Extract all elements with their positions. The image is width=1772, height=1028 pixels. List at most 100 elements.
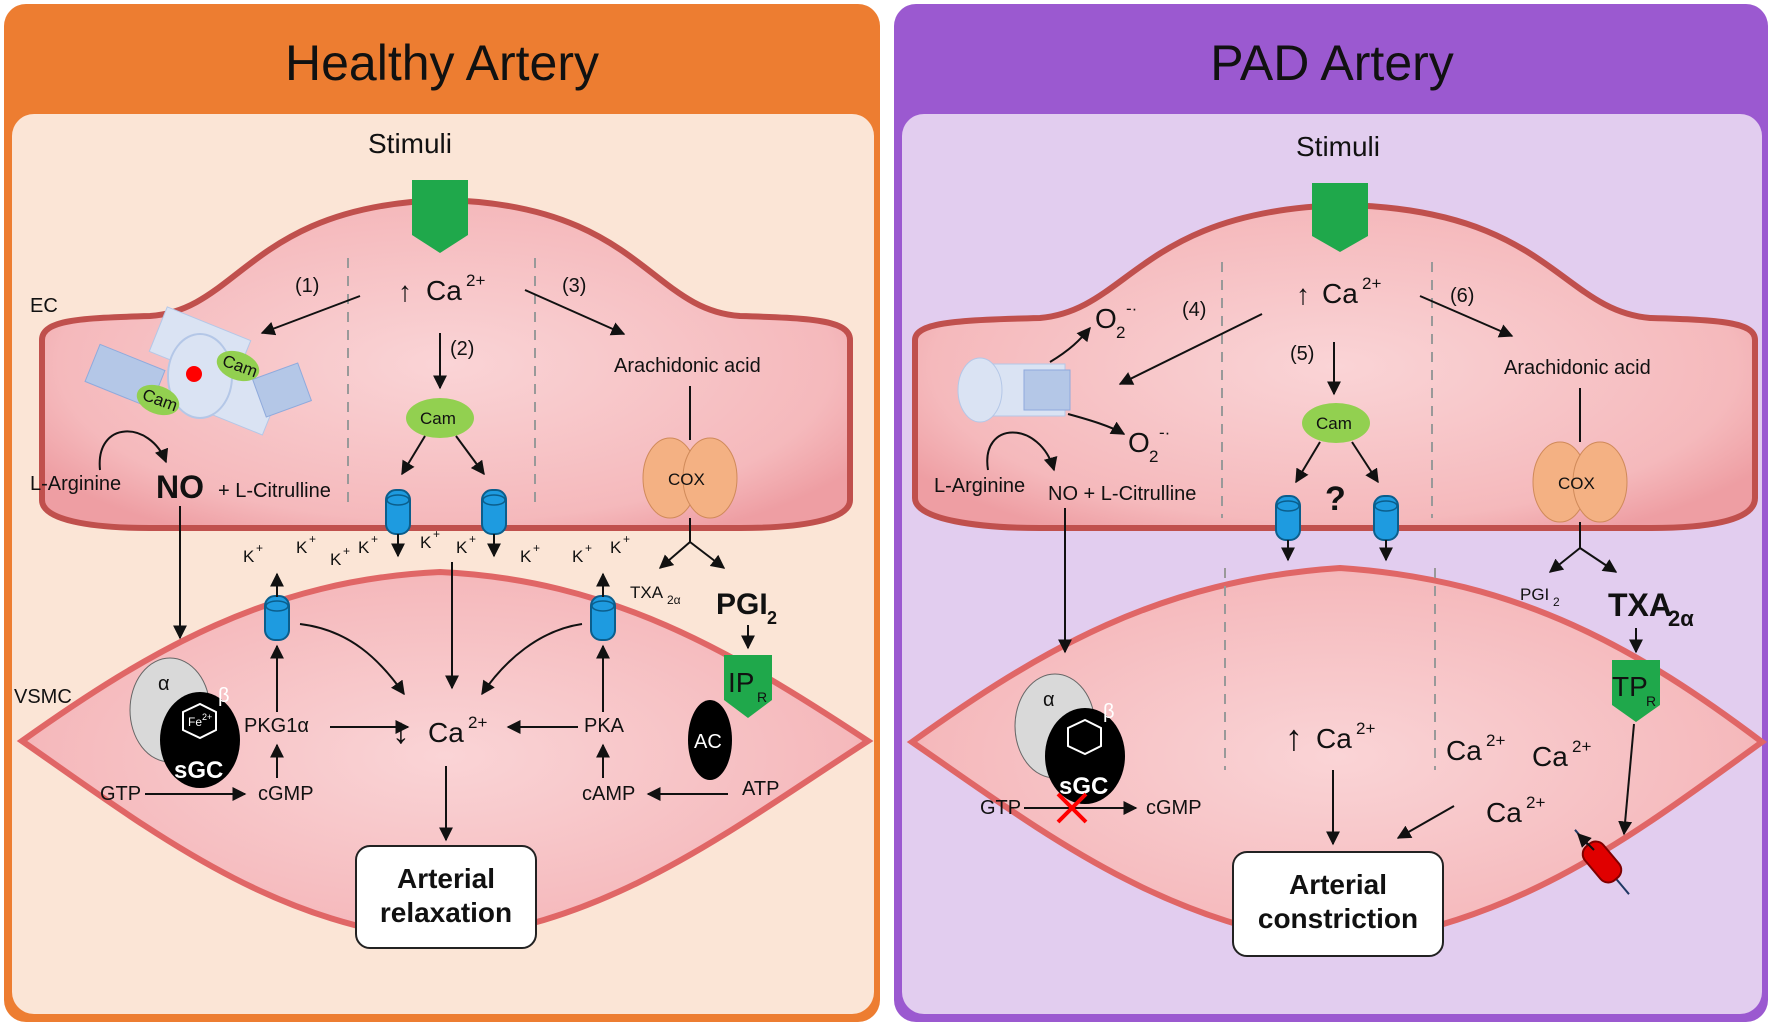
svg-text:COX: COX [668,470,705,489]
svg-text:+: + [469,532,476,546]
svg-text:Arterial: Arterial [397,863,495,894]
step-6: (6) [1450,285,1474,307]
ec-label: EC [30,295,58,317]
pad-ca-up-center: ↑ [1285,717,1303,758]
ca-vsmc-label: Ca [428,717,464,748]
txa-small: TXA [630,583,664,602]
svg-text:COX: COX [1558,474,1595,493]
cgmp: cGMP [258,783,314,805]
svg-text:2+: 2+ [1526,793,1545,812]
svg-text:Ca: Ca [1532,741,1568,772]
step-4: (4) [1182,299,1206,321]
gtp: GTP [100,783,141,805]
stimuli-arrow-healthy [412,180,468,253]
pad-gtp: GTP [980,797,1021,819]
l-citrulline: + L-Citrulline [218,480,331,502]
svg-text:K: K [420,533,432,552]
pad-channel-2 [1373,495,1399,541]
svg-text:Arterial: Arterial [1289,869,1387,900]
vsmc-label: VSMC [14,686,72,708]
svg-text:2: 2 [1116,323,1125,342]
svg-text:α: α [158,673,170,695]
svg-text:sGC: sGC [174,757,223,784]
svg-text:Fe: Fe [188,715,202,729]
svg-text:AC: AC [694,731,722,753]
svg-text:2+: 2+ [202,712,212,722]
no-label: NO [156,469,204,505]
pad-l-arginine: L-Arginine [934,475,1025,497]
svg-text:K: K [456,538,468,557]
atp: ATP [742,778,779,800]
pad-cam: Cam [1316,414,1352,433]
ca-ions-pad: Ca 2+ Ca 2+ Ca 2+ [1446,731,1591,828]
ca-up-arrow: ↑ [398,276,412,307]
svg-text:2+: 2+ [468,713,487,732]
svg-text:-·: -· [1126,299,1137,318]
step-2: (2) [450,338,474,360]
svg-text:+: + [585,541,592,555]
pgi2-label: PGI [716,588,768,621]
svg-text:2α: 2α [1668,606,1694,631]
svg-text:+: + [623,532,630,546]
svg-text:+: + [433,527,440,541]
pad-txa2a: TXA [1608,587,1672,623]
svg-text:K: K [330,550,342,569]
camp: cAMP [582,783,635,805]
svg-text:TP: TP [1612,671,1648,702]
svg-text:-·: -· [1159,423,1170,442]
svg-text:2: 2 [1149,447,1158,466]
svg-text:+: + [343,544,350,558]
ca-top-label: Ca [426,275,462,306]
arachidonic-acid: Arachidonic acid [614,355,761,377]
svg-text:K: K [243,547,255,566]
sgc-enzyme: α β Fe 2+ sGC [129,657,240,788]
svg-text:β: β [218,685,230,707]
pad-ca-up: ↑ [1296,279,1310,310]
step-5: (5) [1290,343,1314,365]
svg-text:+: + [371,532,378,546]
k-channel-vsmc-2 [590,595,616,641]
svg-text:K: K [296,538,308,557]
pkg1a: PKG1α [244,715,309,737]
pad-panel: PAD Artery Stimuli ↑ Ca 2+ (4) (5) (6) O… [894,4,1768,1022]
svg-text:R: R [757,689,767,705]
svg-text:2: 2 [1553,595,1560,609]
step-3: (3) [562,275,586,297]
svg-text:Ca: Ca [1316,723,1352,754]
svg-text:2+: 2+ [1356,719,1375,738]
healthy-title: Healthy Artery [285,35,599,91]
superoxide-2: O 2 -· [1128,423,1170,466]
pka: PKA [584,715,625,737]
outcome-constriction: Arterial constriction [1232,851,1444,957]
svg-text:R: R [1646,693,1656,709]
svg-text:2: 2 [767,608,777,628]
k-channel-ec-2 [481,489,507,535]
cox-enzyme: COX [642,437,738,519]
pad-arachidonic: Arachidonic acid [1504,357,1651,379]
svg-text:K: K [358,538,370,557]
svg-text:K: K [610,538,622,557]
svg-text:relaxation: relaxation [380,897,512,928]
svg-text:2+: 2+ [1486,731,1505,750]
l-arginine: L-Arginine [30,473,121,495]
pad-cgmp: cGMP [1146,797,1202,819]
pad-channel-1 [1275,495,1301,541]
outcome-relaxation: Arterial relaxation [355,845,537,949]
ca-down-arrow: ↓ [392,710,410,751]
svg-text:K: K [572,547,584,566]
pad-vsmc-cell [906,564,1768,949]
pad-pgi-small: PGI [1520,585,1549,604]
svg-text:2α: 2α [667,593,681,607]
svg-text:IP: IP [728,667,754,698]
k-channel-vsmc-1 [264,595,290,641]
enos-complex: Cam Cam [84,306,313,436]
svg-text:β: β [1103,701,1115,723]
healthy-stimuli: Stimuli [368,128,452,159]
svg-text:Ca: Ca [1446,735,1482,766]
k-ions: K+ K+ K+ K+ K+ K+ K+ K+ K+ [243,527,630,569]
cam-center: Cam [420,409,456,428]
ca-top-sup: 2+ [466,271,485,290]
pad-sgc: α β sGC [1014,673,1125,804]
svg-text:+: + [533,541,540,555]
